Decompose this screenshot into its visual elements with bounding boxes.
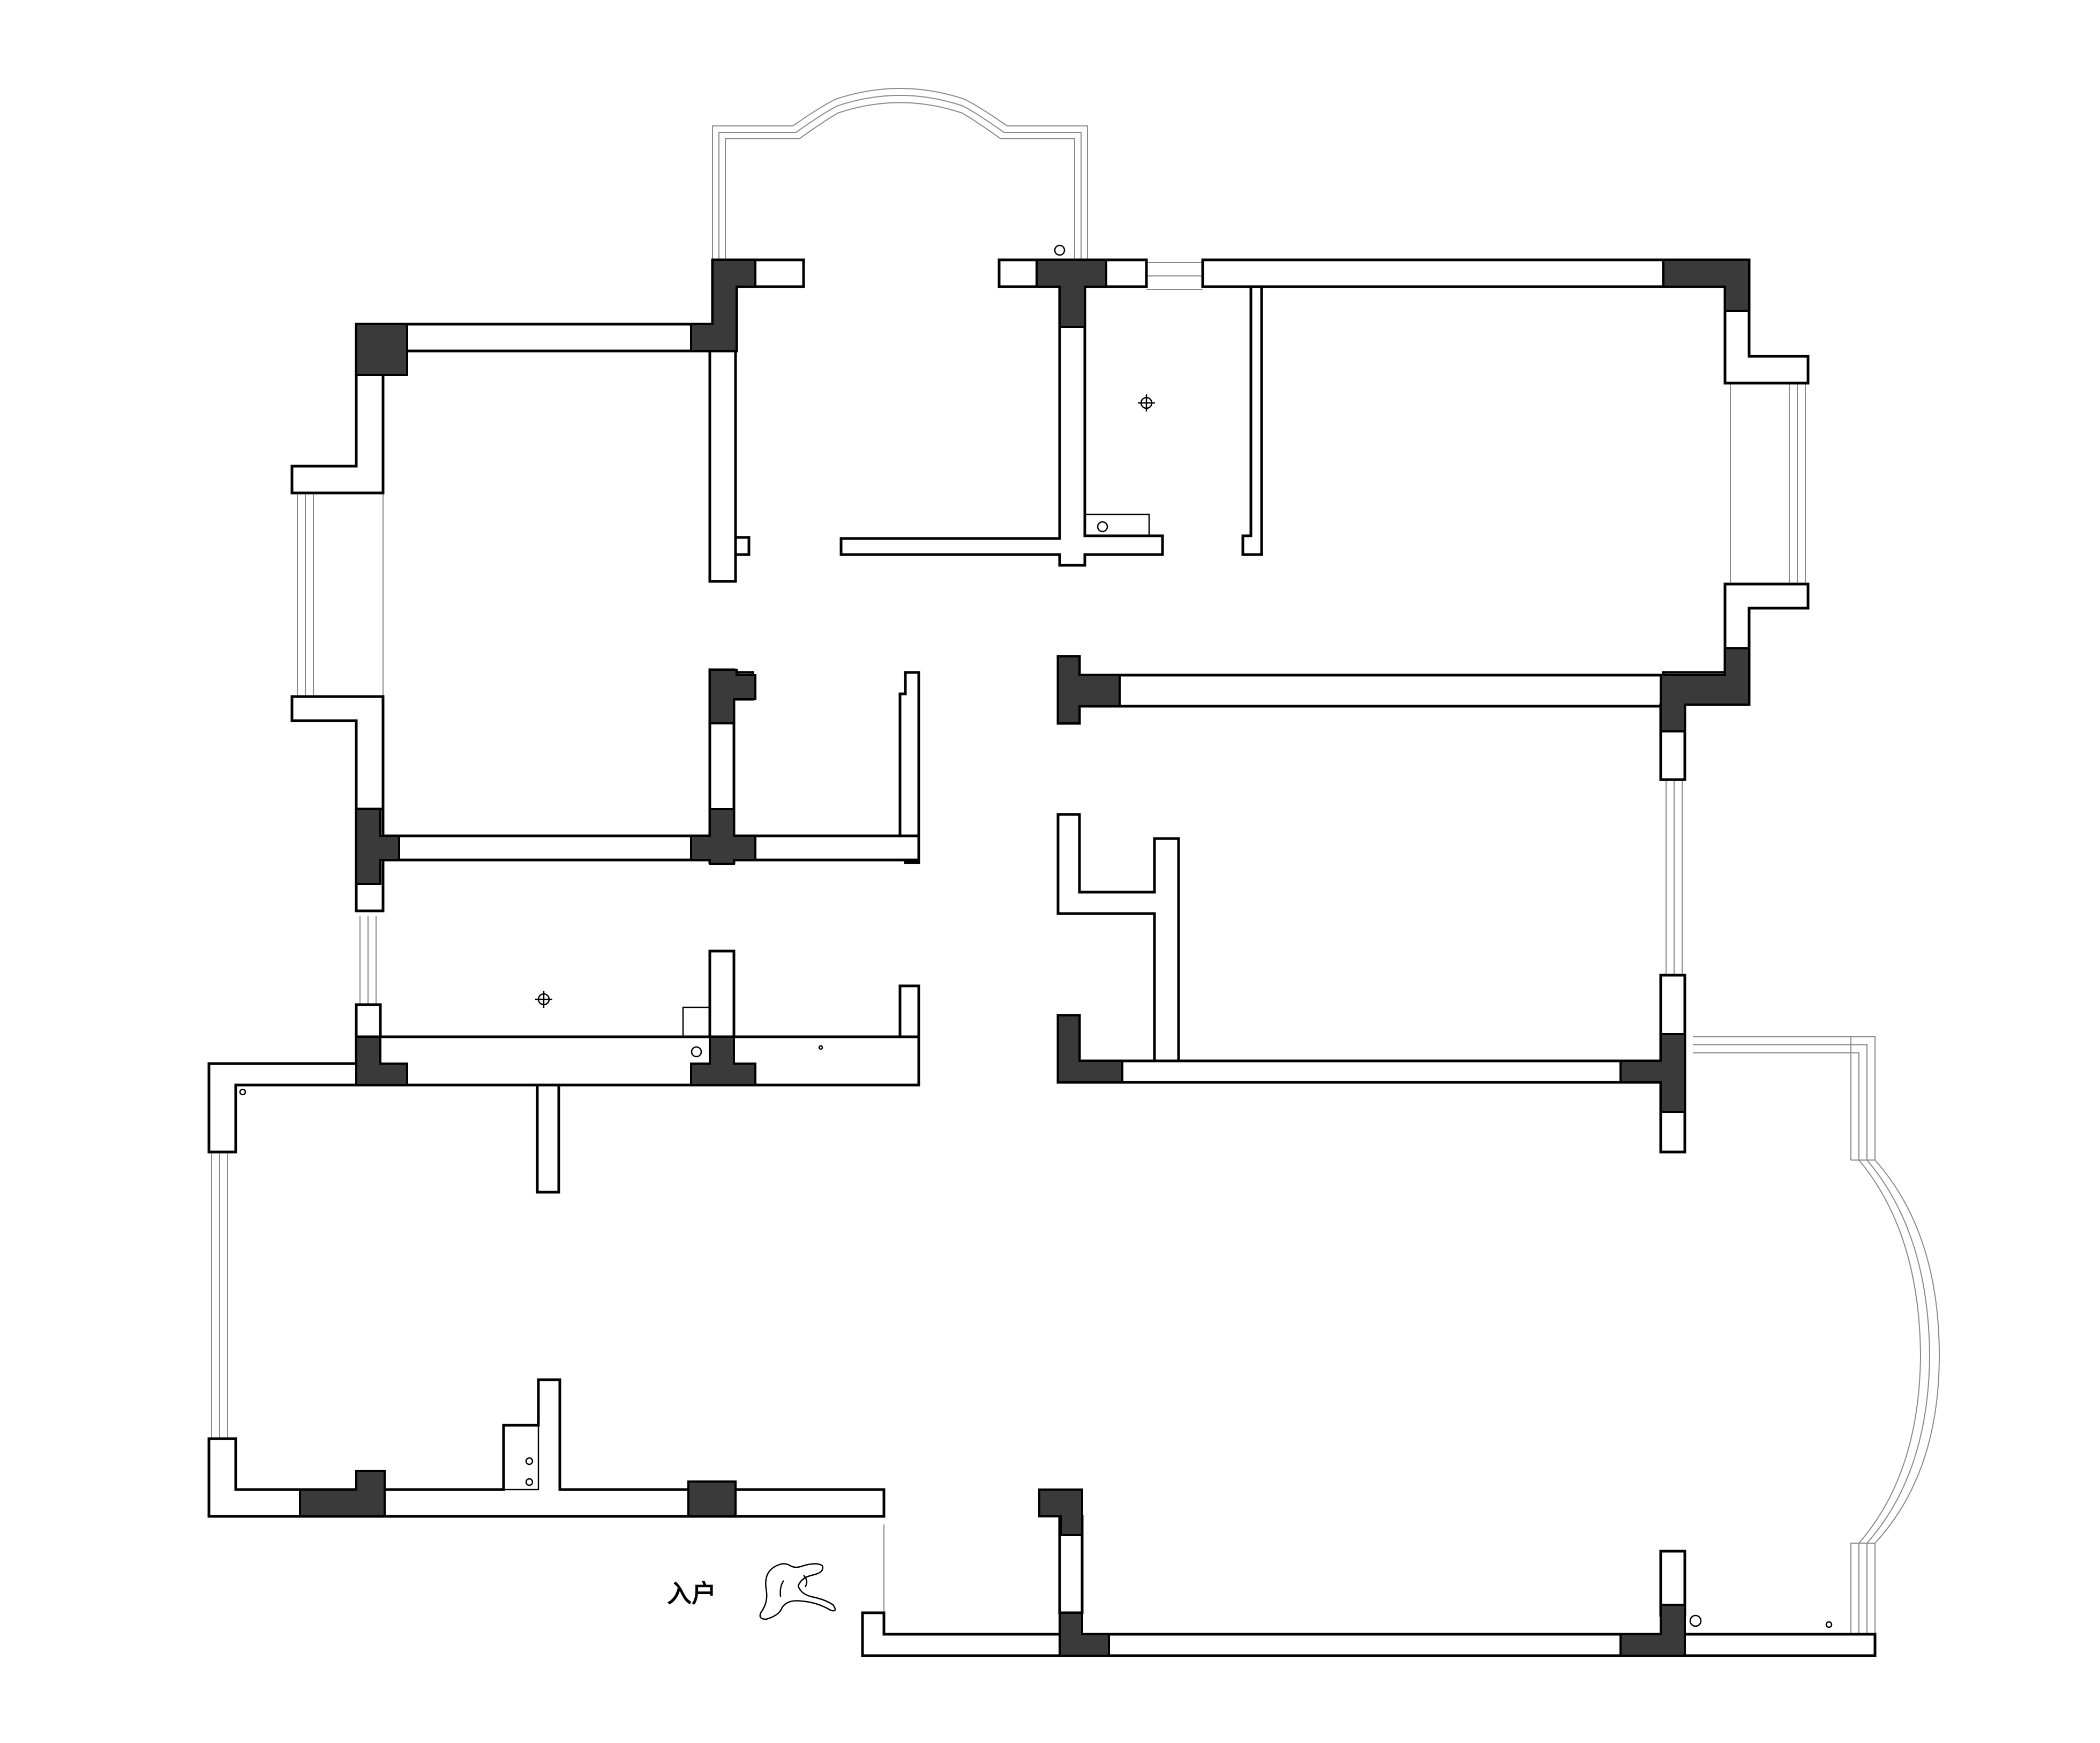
floor-drain-icon	[525, 1457, 534, 1465]
column	[1057, 1014, 1123, 1083]
windows	[211, 88, 1940, 1634]
column	[1660, 647, 1750, 732]
floor-drain-icon	[691, 1046, 702, 1058]
column	[355, 1036, 408, 1086]
floor-drain-icon	[1689, 1614, 1702, 1627]
column	[1619, 1033, 1686, 1113]
column	[1057, 655, 1121, 724]
entrance: 入户	[667, 1563, 836, 1620]
column	[690, 259, 756, 352]
columns	[299, 259, 1750, 1657]
floor-drain-icon	[1054, 244, 1066, 256]
column	[709, 669, 756, 724]
entrance-figure-icon	[759, 1563, 836, 1620]
fixtures	[239, 244, 1833, 1628]
walls	[207, 258, 1877, 1657]
floor-drain-icon	[1097, 521, 1108, 533]
column	[1038, 1488, 1083, 1536]
floor-drain-icon	[1825, 1621, 1833, 1628]
column	[690, 808, 756, 865]
ceiling-light-icon	[535, 991, 552, 1008]
floor-drain-icon	[239, 1088, 246, 1096]
column	[355, 808, 400, 885]
column	[1036, 259, 1107, 328]
column	[299, 1470, 386, 1517]
column	[690, 1036, 756, 1086]
floor-drain-icon	[818, 1045, 823, 1050]
column	[1662, 259, 1750, 312]
floor-drain-icon	[525, 1478, 534, 1486]
column	[687, 1480, 737, 1517]
column	[1619, 1604, 1686, 1657]
entrance-label: 入户	[667, 1579, 716, 1608]
column	[1059, 1612, 1110, 1657]
column	[355, 323, 408, 376]
ceiling-light-icon	[1138, 394, 1155, 412]
